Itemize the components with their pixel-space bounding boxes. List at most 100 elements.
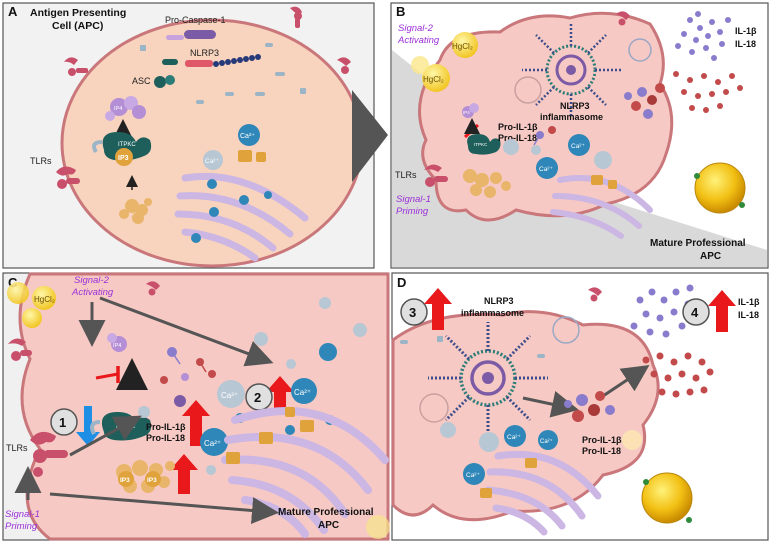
signal1-line1-b: Signal-1 (396, 194, 431, 205)
signal2-line1-c: Signal-2 (74, 275, 110, 286)
il18-label-b: IL-18 (735, 39, 756, 49)
mature-apc-cell-d (391, 310, 660, 522)
asc-card (162, 59, 178, 65)
hgcl2-particle-b1 (452, 32, 478, 58)
panel-b-letter: B (396, 4, 405, 19)
cytosol-fragments (140, 43, 306, 104)
ghost-inflammasome-b1 (514, 76, 542, 104)
calcium-ion-c5 (319, 343, 337, 361)
hgcl2-particle-c3 (22, 308, 42, 328)
ip3-receptor-a (238, 150, 266, 162)
step-2-number: 2 (254, 390, 261, 405)
cytosol-fragments-d (400, 336, 545, 358)
il18-label-d: IL-18 (738, 310, 759, 320)
up-arrow-inflammasome (424, 288, 452, 330)
ghost-inflammasome-d1 (419, 393, 449, 423)
mature-apc-particle-b (694, 162, 746, 214)
tlr-receptor-membrane (56, 166, 80, 189)
calcium-ion-b2 (536, 157, 558, 179)
panel-c-letter: C (8, 275, 18, 290)
calcium-ion-b3 (568, 134, 590, 156)
arrow-signal2-to-calcium (99, 296, 274, 367)
calcium-ion-c9 (206, 465, 216, 475)
inflammasome-core-d (470, 360, 506, 396)
pro-il18-label-d: Pro-IL-18 (582, 446, 621, 456)
ip3-label-c1: IP3 (120, 477, 130, 484)
pro-il1b-label-c: Pro-IL-1β (146, 422, 186, 432)
particle-marker-b2 (739, 202, 745, 208)
pro-il18-label-b: Pro-IL-18 (498, 133, 537, 143)
inhibition-line-c (95, 372, 119, 380)
cytokine-cluster-d (564, 391, 615, 422)
pro-caspase-shape (184, 30, 216, 39)
mature-apc-line1-b: Mature Professional (650, 238, 746, 249)
tlrs-label-b: TLRs (395, 170, 417, 180)
signal2-line2-b: Activating (397, 35, 440, 46)
tlrs-label-a: TLRs (30, 156, 52, 166)
arrow-tlr-to-pro-il (69, 415, 142, 457)
tlr-receptor-left (64, 57, 88, 76)
calcium-label-a1: Ca²⁺ (205, 158, 219, 165)
hgcl2-particle-b3 (411, 56, 429, 74)
mature-apc-line2-c: APC (318, 520, 339, 531)
tlr-receptor-c (30, 431, 68, 477)
hgcl2-label-b1: HgCl₂ (452, 42, 473, 51)
calcium-ion-c1 (217, 380, 245, 408)
up-arrow-ip3 (170, 454, 198, 494)
il18-cloud-b (673, 71, 743, 113)
calcium-ion-d5 (463, 463, 485, 485)
tlr-receptor-c-top (146, 281, 160, 296)
arrow-cytokines-to-release (599, 365, 650, 400)
signal1-line2-c: Priming (5, 521, 38, 532)
inflammasome-line2-b: inflammasome (540, 112, 603, 122)
calcium-ion-b1 (503, 139, 519, 155)
calcium-ion-c11 (285, 425, 295, 435)
pro-cytokines-b (533, 126, 556, 146)
pro-il1b-label-d: Pro-IL-1β (582, 435, 622, 445)
calcium-label-d3: Ca²⁺ (507, 434, 521, 441)
calcium-small-a5 (264, 191, 272, 199)
arrow-inflammasome-to-cytokines (522, 391, 579, 418)
calcium-ion-c7 (319, 297, 331, 309)
ip4-molecule-a: IP4 (105, 96, 146, 121)
calcium-label-b3: Ca²⁺ (571, 143, 585, 150)
ghost-inflammasome-b2 (628, 38, 652, 62)
pro-il1b-label-b: Pro-IL-1β (498, 122, 538, 132)
calcium-small-a1 (207, 179, 217, 189)
calcium-ion-b0 (531, 145, 541, 155)
calcium-label-c3: Ca²⁺ (204, 439, 221, 448)
down-arrow-itpkc (76, 406, 100, 446)
asc-shape-b (165, 75, 175, 85)
step-4-number: 4 (691, 305, 699, 320)
il1b-cloud-b (675, 11, 731, 61)
hgcl2-label-c: HgCl₂ (34, 295, 55, 304)
step-3-badge (400, 298, 428, 326)
step-4-badge (682, 298, 710, 326)
plc-cluster-a (119, 198, 152, 224)
inflammasome-core-b (555, 54, 587, 86)
tlr-receptor-c-left (8, 338, 32, 361)
endoplasmic-reticulum-a (174, 172, 309, 262)
calcium-label-c2: Ca²⁺ (294, 388, 311, 397)
apc-title-line1: Antigen Presenting (30, 7, 126, 19)
pro-caspase-label: Pro-Caspase-1 (165, 15, 226, 25)
panel-a-letter: A (8, 4, 18, 19)
inflammasome-line1-d: NLRP3 (484, 296, 514, 306)
calcium-ion-d3 (504, 425, 526, 447)
nlrp3-shape (185, 60, 213, 67)
inflammasome-center-d (482, 372, 494, 384)
panel-d-letter: D (397, 275, 406, 290)
inflammasome-center-b (566, 65, 576, 75)
pro-il18-label-c: Pro-IL-18 (146, 433, 185, 443)
calcium-ion-c6 (286, 359, 296, 369)
nlrp3-repeat-domain (213, 54, 261, 67)
calcium-label-d4: Ca²⁺ (540, 438, 553, 445)
calcium-ion-b4 (594, 151, 612, 169)
ip4-label-b: IP4 (463, 110, 470, 115)
tlr-receptor-b-top (616, 11, 630, 26)
pro-caspase-tail (166, 35, 184, 40)
transition-wedge (352, 90, 388, 182)
tlrs-label-c: TLRs (6, 443, 28, 453)
nlrp3-label: NLRP3 (190, 48, 219, 58)
